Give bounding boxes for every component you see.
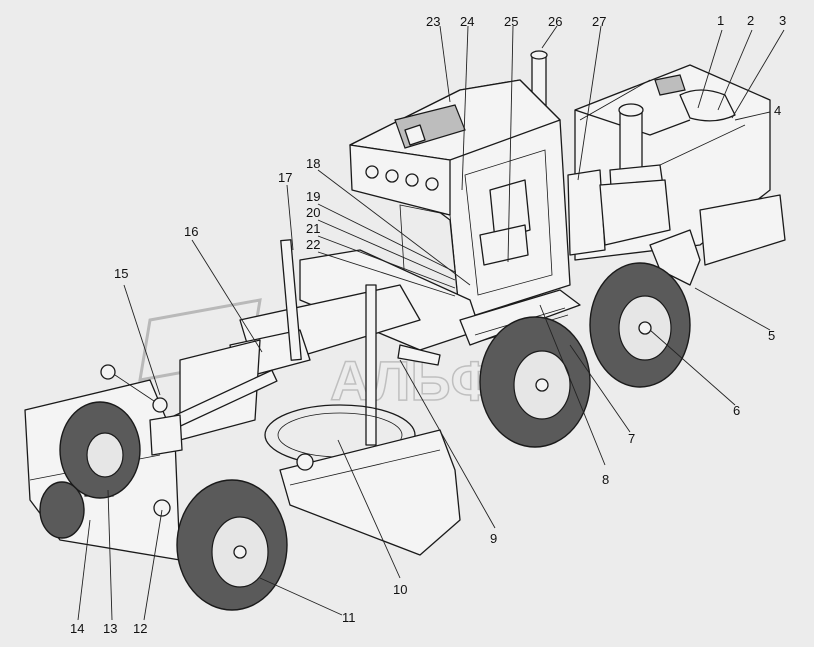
callout-4: 4 [774, 103, 781, 118]
callout-5: 5 [768, 328, 775, 343]
wheel-front-left-rear-view [39, 481, 85, 539]
blade-circle [264, 404, 461, 556]
wheel-front-right [59, 401, 141, 499]
callout-3: 3 [779, 13, 786, 28]
operator-cab [349, 79, 571, 321]
callout-9: 9 [490, 531, 497, 546]
front-lights [100, 364, 168, 413]
callout-12: 12 [133, 621, 147, 636]
callout-19: 19 [306, 189, 320, 204]
hydraulic-cylinders [162, 239, 441, 446]
wheel-front-left [176, 479, 288, 611]
callout-2: 2 [747, 13, 754, 28]
leader-lines [77, 25, 785, 621]
callout-7: 7 [628, 431, 635, 446]
callout-24: 24 [460, 14, 474, 29]
callout-16: 16 [184, 224, 198, 239]
callout-25: 25 [504, 14, 518, 29]
callout-14: 14 [70, 621, 84, 636]
engine-hood [567, 64, 786, 286]
wheel-rear-middle [479, 316, 591, 448]
callout-6: 6 [733, 403, 740, 418]
callout-20: 20 [306, 205, 320, 220]
callout-17: 17 [278, 170, 292, 185]
callout-labels: 1 2 3 4 5 6 7 8 9 10 11 12 13 14 15 16 1… [70, 13, 786, 636]
callout-15: 15 [114, 266, 128, 281]
callout-22: 22 [306, 237, 320, 252]
callout-1: 1 [717, 13, 724, 28]
callout-27: 27 [592, 14, 606, 29]
callout-18: 18 [306, 156, 320, 171]
callout-13: 13 [103, 621, 117, 636]
callout-10: 10 [393, 582, 407, 597]
callout-11: 11 [342, 610, 356, 625]
callout-23: 23 [426, 14, 440, 29]
wheel-rear-back [589, 262, 691, 388]
callout-8: 8 [602, 472, 609, 487]
callout-21: 21 [306, 221, 320, 236]
callout-26: 26 [548, 14, 562, 29]
